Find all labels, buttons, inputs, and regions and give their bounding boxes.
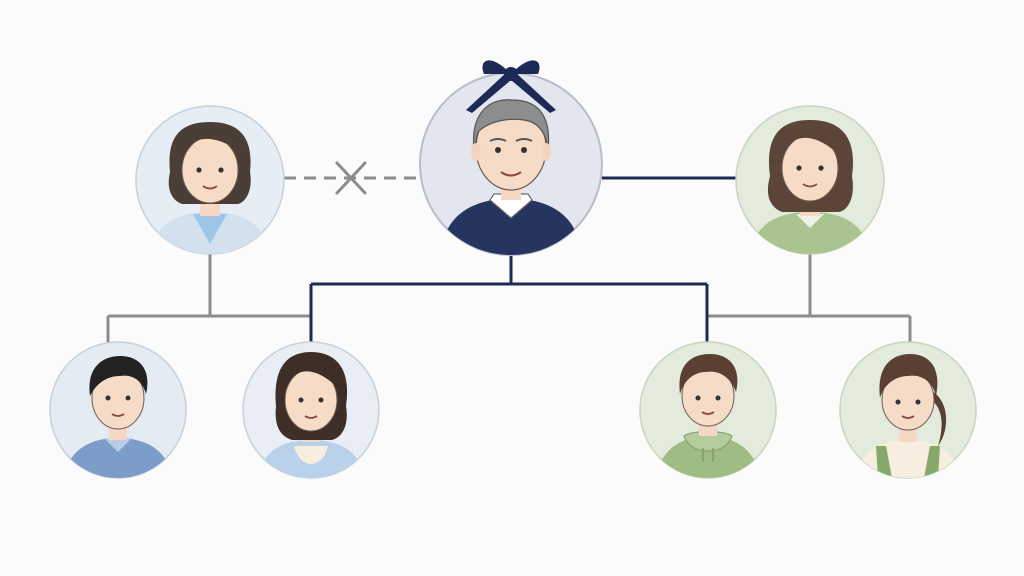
older-man-avatar: [440, 99, 582, 255]
divorce-cross-icon: [335, 161, 367, 195]
node-child-daughter-2: [839, 341, 977, 479]
woman-avatar: [750, 120, 870, 254]
node-current-wife: [735, 105, 885, 255]
connector-lines: [106, 161, 912, 342]
father-children-line: [309, 255, 709, 342]
woman-avatar: [150, 122, 270, 254]
node-child-daughter-1: [242, 341, 380, 479]
girl-ponytail-avatar: [856, 354, 960, 478]
black-ribbon-icon: [466, 60, 556, 113]
wife-children-line: [708, 254, 912, 342]
node-deceased-father: [419, 60, 603, 256]
ex-wife-children-line: [106, 254, 310, 342]
boy-avatar: [656, 354, 760, 478]
girl-avatar: [258, 352, 364, 478]
node-child-son-1: [49, 341, 187, 479]
man-avatar: [64, 356, 172, 478]
node-ex-wife: [135, 105, 285, 255]
node-child-son-2: [639, 341, 777, 479]
